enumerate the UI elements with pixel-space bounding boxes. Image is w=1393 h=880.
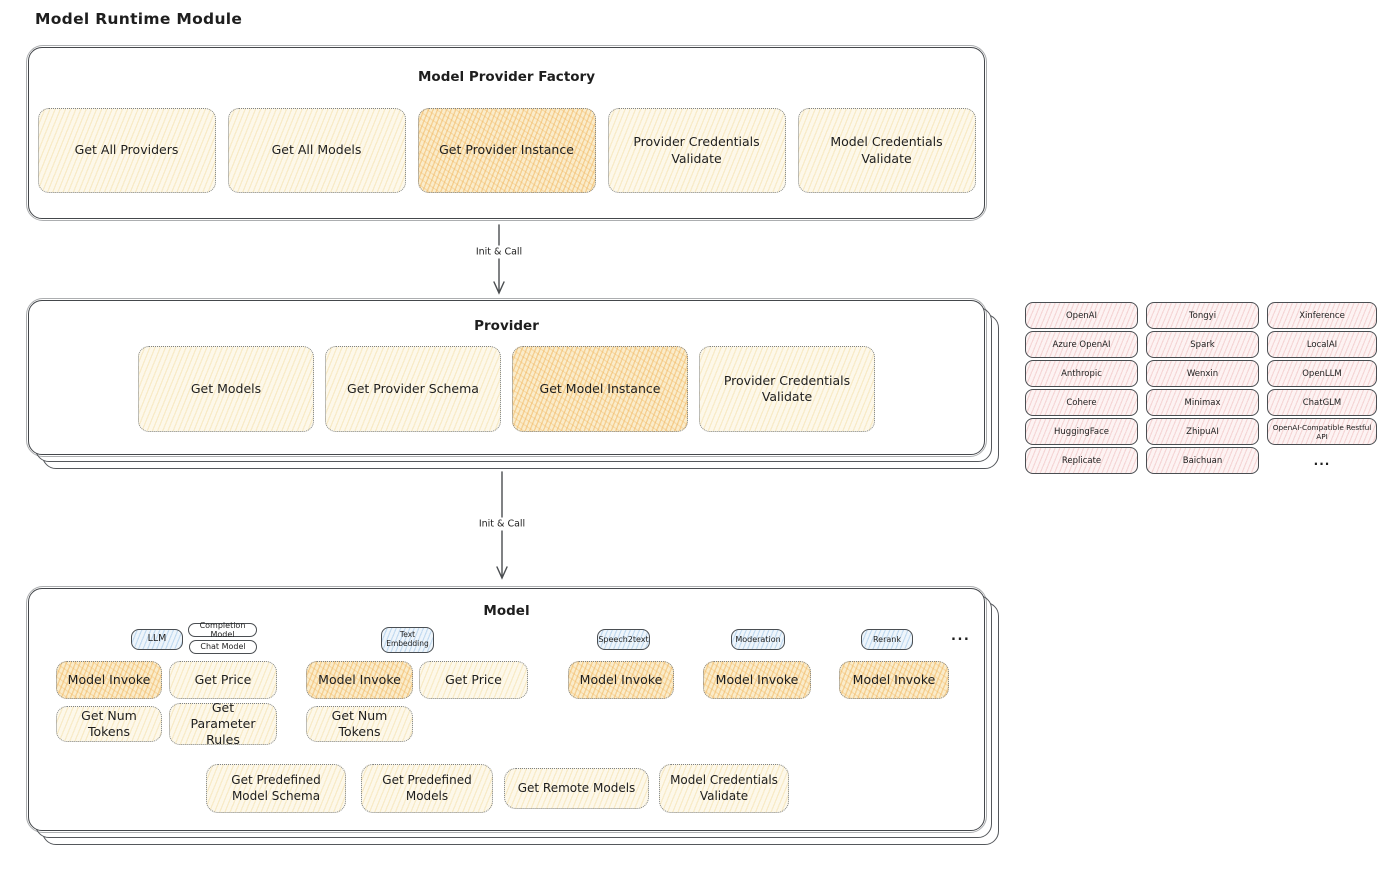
node-model-invoke-moderation[interactable]: Model Invoke	[703, 661, 811, 699]
provider-chip-baichuan[interactable]: Baichuan	[1146, 447, 1259, 474]
provider-chip-tongyi[interactable]: Tongyi	[1146, 302, 1259, 329]
provider-chip-openai[interactable]: OpenAI	[1025, 302, 1138, 329]
model-panel-shape[interactable]: Model LLM Completion Model Chat Model Te…	[26, 586, 987, 833]
provider-chip-chatglm[interactable]: ChatGLM	[1267, 389, 1377, 416]
node-get-price-llm[interactable]: Get Price	[169, 661, 277, 699]
provider-list-ellipsis: ...	[1313, 453, 1331, 468]
node-get-parameter-rules[interactable]: Get Parameter Rules	[169, 700, 277, 747]
node-get-provider-schema[interactable]: Get Provider Schema	[325, 346, 501, 432]
node-get-all-providers[interactable]: Get All Providers	[37, 108, 216, 193]
node-model-credentials-validate[interactable]: Model Credentials Validate	[659, 764, 789, 813]
factory-panel-shape[interactable]: Model Provider Factory Get All Providers…	[26, 45, 987, 221]
provider-chip-anthropic[interactable]: Anthropic	[1025, 360, 1138, 387]
provider-list: OpenAI Tongyi Xinference Azure OpenAI Sp…	[1025, 302, 1377, 474]
tag-rerank[interactable]: Rerank	[861, 629, 913, 650]
provider-chip-xinference[interactable]: Xinference	[1267, 302, 1377, 329]
provider-panel[interactable]: Provider Get Models Get Provider Schema …	[26, 298, 999, 469]
tag-chat-model[interactable]: Chat Model	[189, 640, 257, 654]
node-provider-credentials-validate-factory[interactable]: Provider Credentials Validate	[607, 108, 786, 193]
init-call-label-2: Init & Call	[474, 517, 530, 531]
provider-chip-openai-compatible-restful-api[interactable]: OpenAI-Compatible Restful API	[1267, 418, 1377, 445]
model-panel-title: Model	[483, 603, 530, 619]
factory-panel-title: Model Provider Factory	[417, 69, 596, 85]
node-get-remote-models[interactable]: Get Remote Models	[504, 768, 649, 809]
node-get-num-tokens-text-embedding[interactable]: Get Num Tokens	[306, 706, 413, 742]
node-get-price-text-embedding[interactable]: Get Price	[419, 661, 528, 699]
tag-moderation[interactable]: Moderation	[731, 629, 785, 650]
provider-chip-zhipuai[interactable]: ZhipuAI	[1146, 418, 1259, 445]
provider-panel-title: Provider	[474, 318, 539, 334]
tag-speech2text[interactable]: Speech2text	[597, 629, 650, 650]
tag-completion-model[interactable]: Completion Model	[188, 621, 257, 639]
provider-chip-spark[interactable]: Spark	[1146, 331, 1259, 358]
factory-panel[interactable]: Model Provider Factory Get All Providers…	[26, 45, 987, 221]
node-get-model-instance[interactable]: Get Model Instance	[512, 346, 688, 432]
provider-panel-shape[interactable]: Provider Get Models Get Provider Schema …	[26, 298, 987, 457]
model-types-ellipsis: ...	[951, 629, 971, 644]
provider-chip-openllm[interactable]: OpenLLM	[1267, 360, 1377, 387]
node-model-credentials-validate-factory[interactable]: Model Credentials Validate	[797, 108, 976, 193]
provider-chip-minimax[interactable]: Minimax	[1146, 389, 1259, 416]
provider-chip-azure-openai[interactable]: Azure OpenAI	[1025, 331, 1138, 358]
init-call-label-1: Init & Call	[471, 245, 527, 259]
provider-chip-huggingface[interactable]: HuggingFace	[1025, 418, 1138, 445]
node-get-models[interactable]: Get Models	[138, 346, 314, 432]
provider-chip-replicate[interactable]: Replicate	[1025, 447, 1138, 474]
node-get-num-tokens-llm[interactable]: Get Num Tokens	[56, 706, 162, 742]
node-get-provider-instance[interactable]: Get Provider Instance	[417, 108, 596, 193]
node-provider-credentials-validate[interactable]: Provider Credentials Validate	[699, 346, 875, 432]
node-get-all-models[interactable]: Get All Models	[227, 108, 406, 193]
node-get-predefined-model-schema[interactable]: Get Predefined Model Schema	[206, 764, 346, 813]
tag-text-embedding[interactable]: Text Embedding	[381, 627, 434, 653]
node-model-invoke-text-embedding[interactable]: Model Invoke	[306, 661, 413, 699]
node-model-invoke-speech2text[interactable]: Model Invoke	[568, 661, 674, 699]
node-get-predefined-models[interactable]: Get Predefined Models	[361, 764, 493, 813]
node-model-invoke-llm[interactable]: Model Invoke	[56, 661, 162, 699]
provider-chip-cohere[interactable]: Cohere	[1025, 389, 1138, 416]
model-panel[interactable]: Model LLM Completion Model Chat Model Te…	[26, 586, 999, 845]
node-model-invoke-rerank[interactable]: Model Invoke	[839, 661, 949, 699]
init-call-arrow-1	[493, 224, 505, 295]
diagram-title: Model Runtime Module	[35, 10, 243, 28]
tag-llm[interactable]: LLM	[131, 629, 183, 650]
provider-chip-localai[interactable]: LocalAI	[1267, 331, 1377, 358]
provider-chip-wenxin[interactable]: Wenxin	[1146, 360, 1259, 387]
